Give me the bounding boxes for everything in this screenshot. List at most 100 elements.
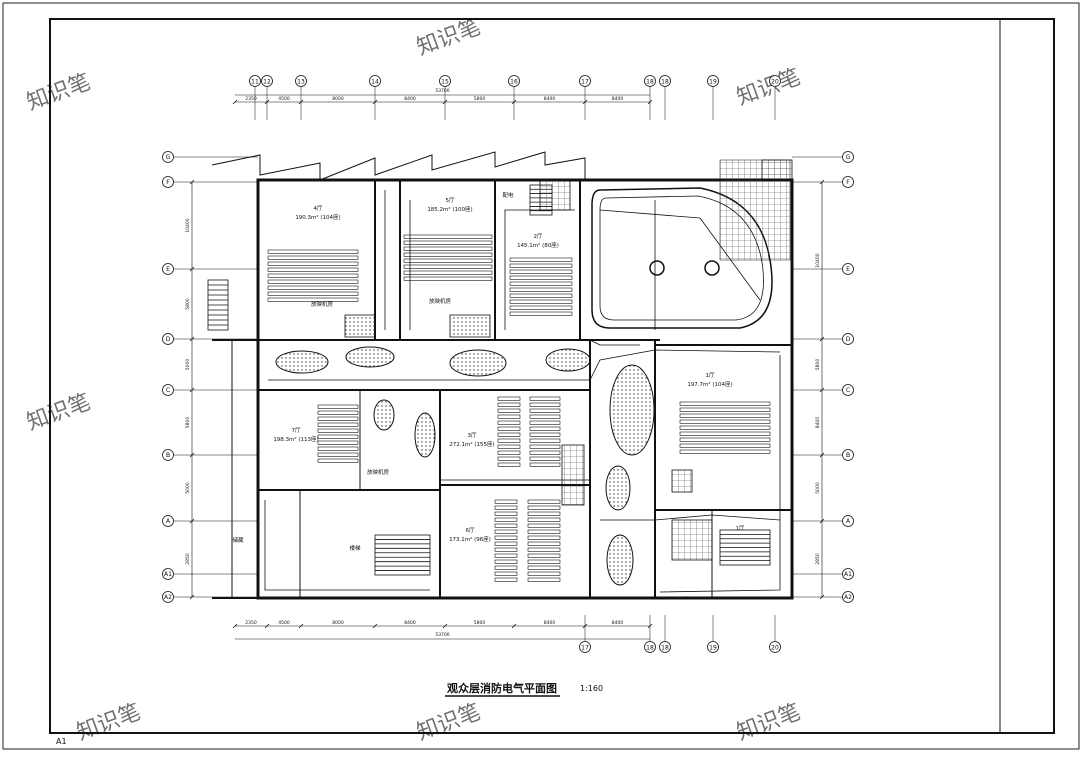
grid-bubble-label: A1 [844, 571, 852, 578]
grid-bubble [162, 333, 174, 345]
seat-row [497, 414, 521, 419]
grid-bubble [644, 641, 656, 653]
grid-bubble [842, 515, 854, 527]
equip-label: 放映机房 [429, 297, 452, 305]
dimension-label: 8400 [404, 96, 416, 102]
watermark: 知识笔 [734, 700, 805, 746]
seat-row [527, 577, 561, 582]
dimension-label: 8000 [332, 96, 344, 102]
grid-bubble-label: F [166, 179, 170, 186]
grid-bubble [842, 591, 854, 603]
seat-row [527, 553, 561, 558]
seat-row [494, 517, 518, 522]
inner-border [49, 18, 1055, 734]
grid-bubble [162, 515, 174, 527]
grid-bubble-label: C [846, 387, 850, 394]
stair-north [529, 184, 553, 216]
dimension-label: 2350 [245, 96, 257, 102]
seat-row [494, 577, 518, 582]
grid-bubble-label: F [846, 179, 850, 186]
seat-row [494, 529, 518, 534]
grid-bubble [769, 641, 781, 653]
grid-bubble-label: A [166, 518, 171, 525]
dimension-total: 53700 [435, 632, 449, 638]
seat-row [527, 499, 561, 504]
grid-bubble-label: B [166, 452, 170, 459]
seat-row [317, 440, 359, 445]
grid-bubble [579, 641, 591, 653]
seat-row [267, 297, 359, 302]
grid-bubble [162, 449, 174, 461]
grid-bubble-label: 20 [771, 79, 779, 86]
grid-bubble-label: A2 [844, 594, 852, 601]
grid-bubble [249, 75, 261, 87]
seat-row [509, 263, 573, 268]
dimension-tick [189, 336, 195, 342]
stairs [207, 184, 771, 576]
seat-row [529, 420, 561, 425]
partitions [258, 180, 792, 598]
grid-bubble-label: G [846, 154, 851, 161]
dimension-tick [298, 99, 304, 105]
grid-bubble [769, 75, 781, 87]
seat-row [497, 426, 521, 431]
grid-bubble-label: A1 [164, 571, 172, 578]
seat-row [527, 565, 561, 570]
seat-row [494, 571, 518, 576]
dimension-tick [189, 452, 195, 458]
dimension-tick [582, 623, 588, 629]
seat-row [317, 404, 359, 409]
dimension-label: 2350 [245, 620, 257, 626]
equip-label: 配电 [502, 191, 514, 199]
dimension-tick [189, 518, 195, 524]
dimension-label: 5800 [474, 620, 486, 626]
seat-row [509, 281, 573, 286]
seat-row [403, 246, 493, 251]
seat-row [509, 305, 573, 310]
room-area: 272.1m² (155座) [449, 440, 494, 448]
dimension-label: 4500 [278, 96, 290, 102]
seat-row [529, 426, 561, 431]
seat-row [317, 458, 359, 463]
seat-row [494, 559, 518, 564]
grid-bubble-label: 13 [297, 79, 305, 86]
dimension-tick [189, 594, 195, 600]
seat-row [317, 410, 359, 415]
seat-row [317, 452, 359, 457]
seat-row [494, 535, 518, 540]
sheet-code: A1 [56, 737, 67, 746]
seat-row [494, 553, 518, 558]
equip-label: 放映机房 [367, 468, 390, 476]
seat-row [494, 541, 518, 546]
dimension-tick [264, 623, 270, 629]
seat-row [267, 249, 359, 254]
dimension-label: 5800 [815, 359, 821, 371]
room-name: 4厅 [314, 205, 323, 212]
seat-row [679, 437, 771, 442]
room-name: 7厅 [292, 427, 301, 434]
seat-row [497, 432, 521, 437]
drawing-scale: 1:160 [580, 684, 603, 693]
drawing-title: 观众层消防电气平面图 [447, 681, 557, 695]
grid-bubble-label: D [846, 336, 851, 343]
dimension-label: 8400 [612, 620, 624, 626]
seat-row [527, 505, 561, 510]
dimension-tick [647, 623, 653, 629]
dimension-tick [647, 99, 653, 105]
dimension-label: 2850 [815, 553, 821, 565]
room-area: 198.3m² (113座) [273, 435, 318, 443]
room-area: 173.1m² (96座) [449, 535, 491, 543]
seat-row [497, 396, 521, 401]
room-name: 3厅 [468, 432, 477, 439]
grid-bubble-label: 18 [661, 79, 669, 86]
seat-row [529, 444, 561, 449]
grid-bubble [842, 333, 854, 345]
seating-rows [267, 234, 771, 582]
seat-row [679, 443, 771, 448]
seat-row [403, 258, 493, 263]
seat-row [317, 416, 359, 421]
sawtooth-roof-edge [211, 151, 586, 181]
